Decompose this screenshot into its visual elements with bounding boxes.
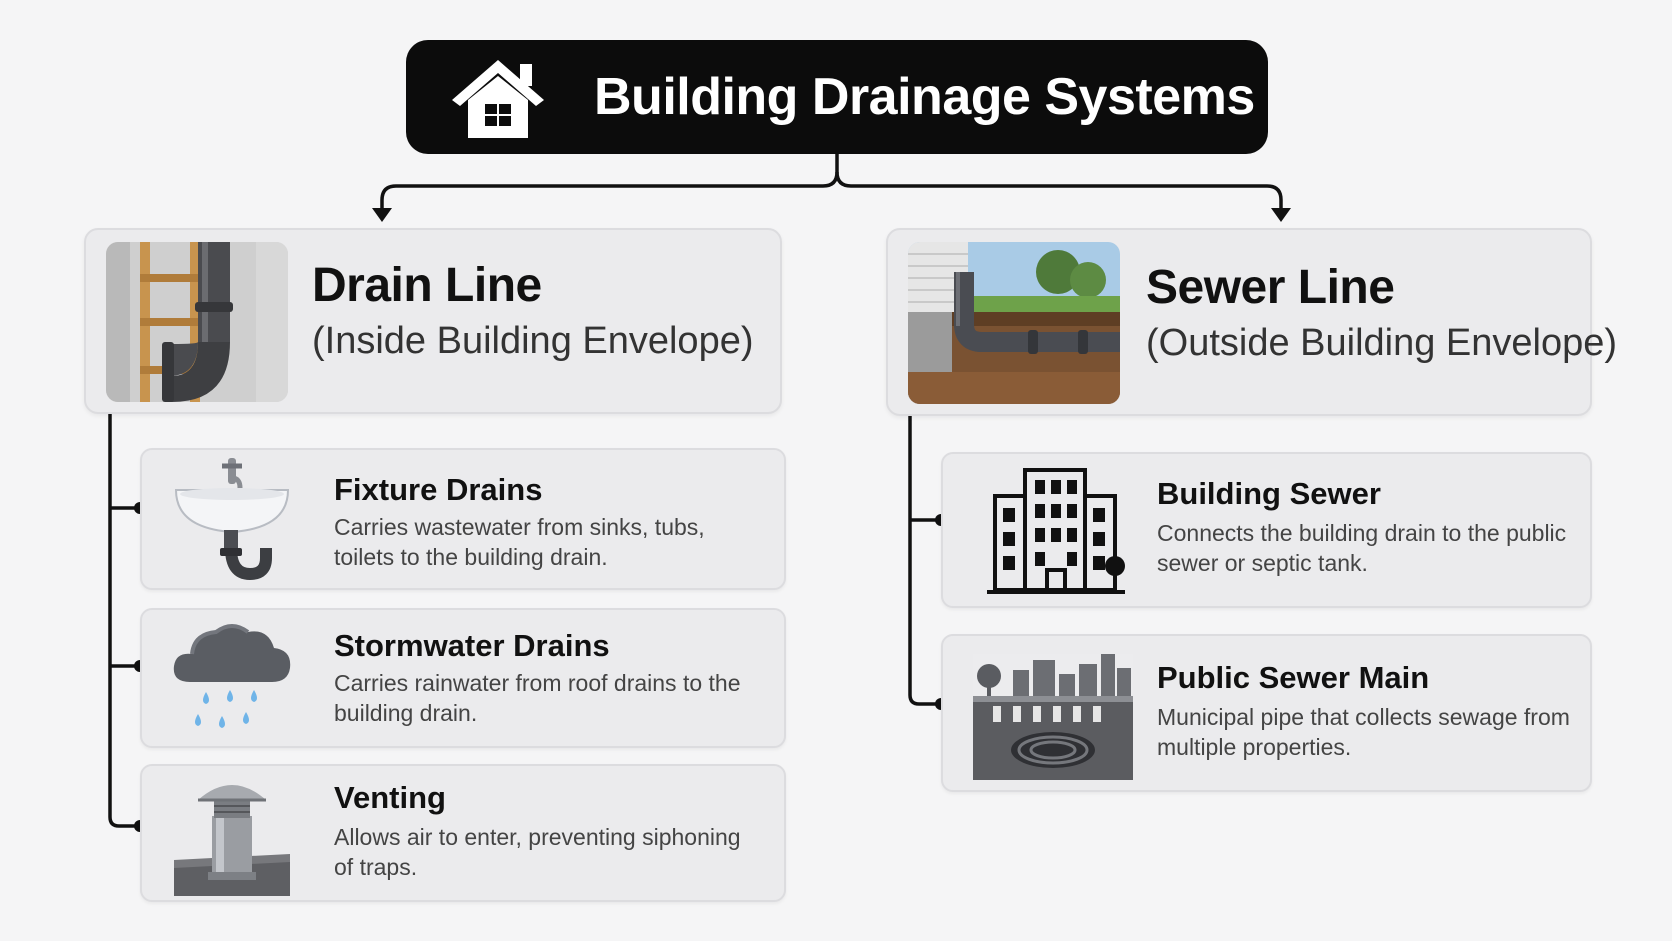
- home-icon: [452, 60, 544, 138]
- stormwater-drains-desc: Carries rainwater from roof drains to th…: [334, 670, 741, 726]
- public-sewer-main-desc: Municipal pipe that collects sewage from…: [1157, 704, 1570, 760]
- roof-vent-icon: [174, 785, 290, 896]
- rain-cloud-icon: [173, 624, 291, 728]
- sewer-line-title: Sewer Line: [1146, 261, 1395, 314]
- sewer-line-card: Sewer Line (Outside Building Envelope): [886, 228, 1617, 416]
- building-icon: [987, 468, 1125, 594]
- building-sewer-title: Building Sewer: [1157, 476, 1381, 511]
- venting-card: Venting Allows air to enter, preventing …: [140, 764, 786, 902]
- fixture-drains-card: Fixture Drains Carries wastewater from s…: [140, 448, 786, 590]
- venting-title: Venting: [334, 780, 446, 815]
- stormwater-drains-card: Stormwater Drains Carries rainwater from…: [140, 608, 786, 748]
- page-title: Building Drainage Systems: [594, 68, 1255, 126]
- drain-line-subtitle: (Inside Building Envelope): [312, 320, 754, 362]
- fixture-drains-title: Fixture Drains: [334, 472, 543, 507]
- drain-pipe-photo: [106, 242, 288, 402]
- title-bar: Building Drainage Systems: [406, 40, 1268, 154]
- sink-icon: [174, 458, 290, 581]
- drain-line-title: Drain Line: [312, 259, 542, 312]
- public-sewer-main-title: Public Sewer Main: [1157, 660, 1430, 695]
- building-sewer-card: Building Sewer Connects the building dra…: [941, 452, 1592, 608]
- drain-line-card: Drain Line (Inside Building Envelope): [84, 228, 782, 414]
- fixture-drains-desc: Carries wastewater from sinks, tubs, toi…: [334, 514, 705, 570]
- sewer-pipe-photo: [908, 242, 1120, 404]
- venting-desc: Allows air to enter, preventing siphonin…: [334, 824, 741, 880]
- building-sewer-desc: Connects the building drain to the publi…: [1157, 520, 1567, 576]
- public-sewer-main-card: Public Sewer Main Municipal pipe that co…: [941, 634, 1592, 792]
- manhole-street-icon: [973, 654, 1133, 780]
- stormwater-drains-title: Stormwater Drains: [334, 628, 610, 663]
- sewer-line-subtitle: (Outside Building Envelope): [1146, 322, 1618, 364]
